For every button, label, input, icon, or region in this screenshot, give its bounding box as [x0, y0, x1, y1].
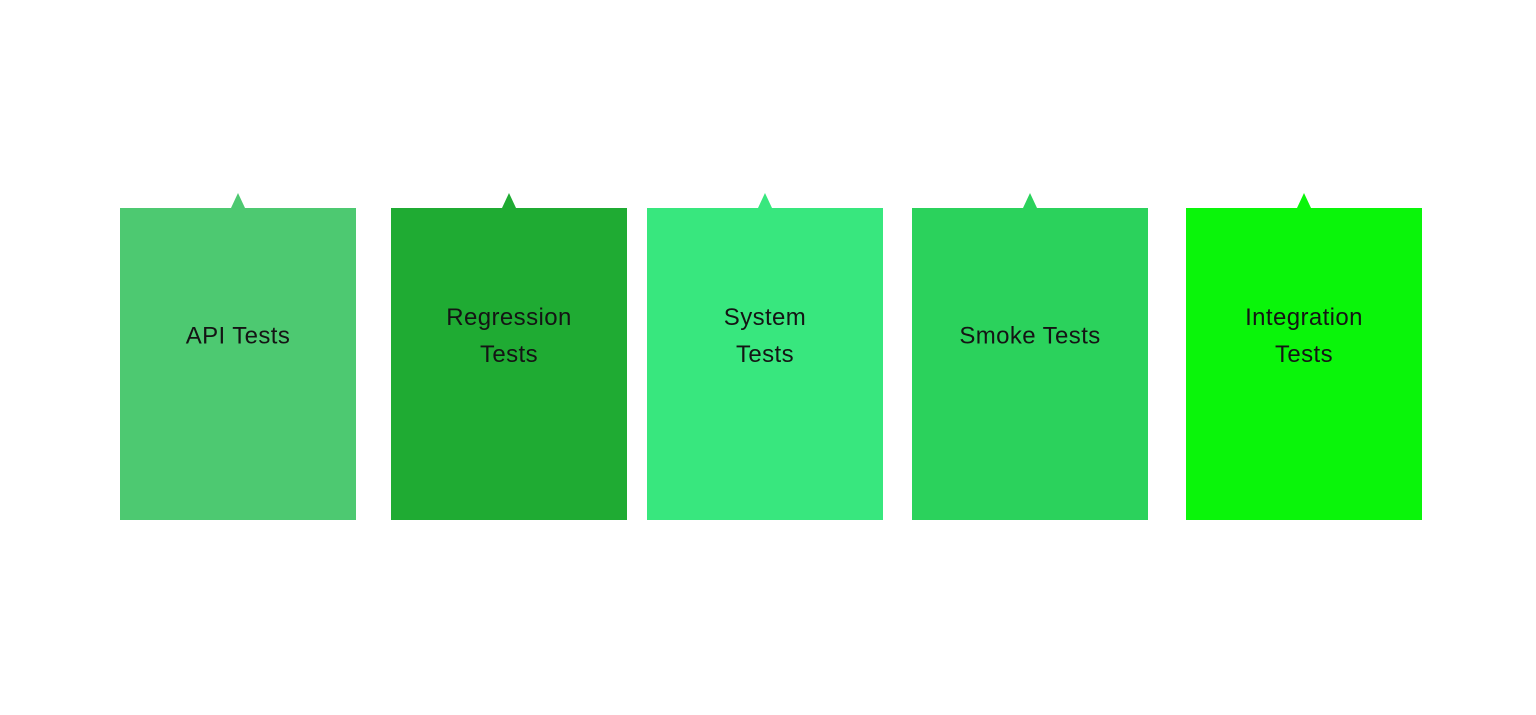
pointer-up-icon	[231, 193, 245, 208]
card-regression-tests: Regression Tests	[391, 193, 627, 520]
card-smoke-tests: Smoke Tests	[912, 193, 1148, 520]
pointer-up-icon	[502, 193, 516, 208]
pointer-up-icon	[758, 193, 772, 208]
card-integration-tests: Integration Tests	[1186, 193, 1422, 520]
card-label: Integration Tests	[1245, 304, 1363, 368]
card-api-tests: API Tests	[120, 193, 356, 520]
card-label: System Tests	[723, 304, 807, 368]
card-system-tests: System Tests	[647, 193, 883, 520]
pointer-up-icon	[1297, 193, 1311, 208]
pointer-up-icon	[1023, 193, 1037, 208]
card-label: Regression Tests	[446, 304, 572, 368]
card-label: Smoke Tests	[959, 322, 1101, 350]
card-label: API Tests	[185, 322, 291, 350]
